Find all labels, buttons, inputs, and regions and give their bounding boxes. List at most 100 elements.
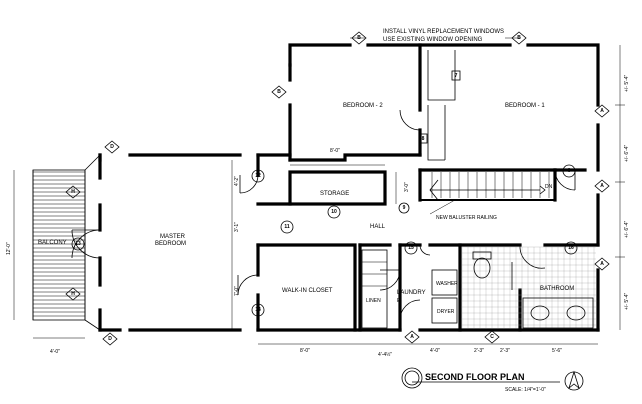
window-tag-a-right-2: A	[594, 179, 610, 193]
svg-text:15: 15	[408, 245, 414, 251]
dim-storage-width: 8'-0"	[330, 148, 340, 154]
svg-text:10: 10	[331, 209, 337, 215]
title-block: SECOND FLOOR PLAN SCALE: 1/4"=1'-0"	[401, 367, 584, 393]
svg-text:E: E	[397, 298, 401, 304]
window-tag-a-right-1: A	[594, 104, 610, 118]
door-swings	[237, 109, 576, 321]
dim-laundry-width: 4'-0"	[430, 348, 440, 354]
room-bedroom-2: BEDROOM - 2	[343, 103, 383, 109]
dimension-lines	[13, 45, 625, 345]
door-tag-11: 11	[280, 220, 294, 234]
svg-text:A: A	[600, 261, 604, 267]
dim-right-3: +/- 6'-4"	[624, 220, 630, 238]
exterior-walls	[98, 43, 600, 332]
balcony	[32, 154, 101, 331]
door-tag-14: 14	[251, 303, 265, 317]
svg-text:16: 16	[568, 245, 574, 251]
svg-text:A: A	[600, 183, 604, 189]
appliance-washer: WASHER	[436, 281, 458, 287]
window-tags: B B B A A A A C D D H H E	[65, 31, 610, 346]
window-leaders	[350, 37, 520, 215]
svg-text:9: 9	[403, 205, 406, 211]
svg-text:B: B	[277, 89, 281, 95]
stair	[419, 172, 556, 201]
room-hall: HALL	[370, 224, 386, 230]
room-storage: STORAGE	[320, 191, 349, 197]
door-tag-16: 16	[564, 241, 578, 255]
dim-right-2: +/- 6'-4"	[624, 144, 630, 162]
door-tag-12: 12	[251, 169, 265, 183]
door-tag-6: 6	[562, 164, 576, 178]
stair-down-label: DN	[545, 184, 553, 190]
door-tag-7: 7	[451, 70, 461, 81]
svg-text:8: 8	[422, 136, 425, 142]
svg-text:A: A	[600, 108, 604, 114]
window-tag-b-top-left: B	[351, 31, 367, 45]
svg-text:D: D	[108, 336, 112, 342]
svg-text:C: C	[490, 334, 494, 340]
bathroom-fixtures	[461, 246, 596, 329]
room-laundry: LAUNDRY	[397, 290, 426, 296]
door-tag-13: 13	[71, 237, 85, 251]
room-balcony: BALCONY	[38, 240, 67, 246]
door-tag-8: 8	[418, 133, 428, 144]
appliance-dryer: DRYER	[437, 309, 455, 315]
door-tag-10: 10	[327, 205, 341, 219]
north-arrow-icon	[564, 370, 584, 391]
window-tag-d-bottom: D	[102, 332, 118, 346]
room-master-2: BEDROOM	[155, 241, 186, 247]
electrical-tag-e: E	[397, 298, 401, 304]
room-master-1: MASTER	[160, 234, 186, 240]
room-bathroom: BATHROOM	[540, 286, 574, 292]
svg-text:13: 13	[75, 241, 81, 247]
dimension-labels: 8'-0" 8'-0" 4'-4½" 4'-0" 2'-3" 2'-3" 5'-…	[6, 74, 630, 358]
svg-text:H: H	[71, 291, 75, 297]
notes: INSTALL VINYL REPLACEMENT WINDOWS USE EX…	[383, 29, 504, 221]
window-tag-b-top-right: B	[511, 31, 527, 45]
window-tag-h-bottom: H	[65, 287, 81, 301]
door-tag-9: 9	[398, 202, 410, 214]
dim-closet-depth: 7'-0"	[234, 286, 240, 296]
room-labels: BEDROOM - 2 BEDROOM - 1 STORAGE HALL MAS…	[38, 103, 574, 315]
windows-note-2: USE EXISTING WINDOW OPENING	[383, 37, 483, 43]
room-linen: LINEN	[366, 298, 381, 304]
svg-text:14: 14	[255, 307, 261, 313]
dim-linen-width: 4'-4½"	[378, 351, 392, 358]
svg-text:11: 11	[284, 224, 290, 230]
interior-walls	[256, 43, 600, 332]
window-tag-b-bedroom2: B	[271, 85, 287, 99]
window-tag-d-top: D	[104, 140, 120, 154]
dim-hall-b: 3'-1"	[234, 222, 240, 232]
window-tag-a-right-3: A	[594, 257, 610, 271]
dim-bath-a: 2'-3"	[474, 348, 484, 354]
window-tag-a-bottom: A	[404, 330, 420, 344]
dim-storage-depth: 3'-0"	[404, 182, 410, 192]
svg-text:B: B	[517, 35, 521, 41]
svg-text:6: 6	[568, 168, 571, 174]
window-tag-h-top: H	[65, 185, 81, 199]
svg-text:B: B	[357, 35, 361, 41]
window-tag-c-bottom: C	[484, 330, 500, 344]
dim-balcony-depth: 12'-0"	[6, 242, 12, 255]
dim-hall-a: 4'-2"	[234, 176, 240, 186]
dim-closet-width: 8'-0"	[300, 348, 310, 354]
linen-shelves	[361, 249, 388, 329]
dim-bath-b: 2'-3"	[500, 348, 510, 354]
drawing-title: SECOND FLOOR PLAN	[425, 372, 525, 382]
svg-text:D: D	[110, 144, 114, 150]
dim-balcony-width: 4'-0"	[50, 349, 60, 355]
svg-text:A: A	[410, 334, 414, 340]
room-bedroom-1: BEDROOM - 1	[505, 103, 545, 109]
svg-text:H: H	[71, 189, 75, 195]
dim-bath-c: 5'-6"	[552, 348, 562, 354]
door-tag-15: 15	[404, 241, 418, 255]
drawing-scale: SCALE: 1/4"=1'-0"	[505, 387, 546, 393]
svg-text:12: 12	[255, 173, 261, 179]
dim-right-1: +/- 5'-4"	[624, 74, 630, 92]
room-walk-in-closet: WALK-IN CLOSET	[282, 288, 333, 294]
washer	[431, 269, 458, 324]
door-tags: 12 10 9 11 15 13 14 16 6 7 8	[71, 70, 578, 317]
baluster-note: NEW BALUSTER RAILING	[436, 215, 497, 221]
svg-text:7: 7	[455, 73, 458, 79]
